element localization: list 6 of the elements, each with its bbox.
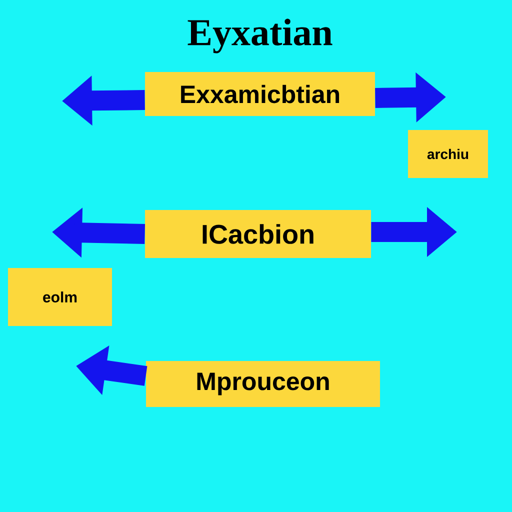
label-box: Exxamicbtian	[145, 72, 375, 116]
title: Eyxatian	[188, 18, 332, 54]
label-box: ICacbion	[145, 210, 371, 258]
label-box: eolm	[8, 268, 112, 326]
label-box: archiu	[408, 130, 488, 178]
label-box: Mprouceon	[146, 361, 380, 407]
